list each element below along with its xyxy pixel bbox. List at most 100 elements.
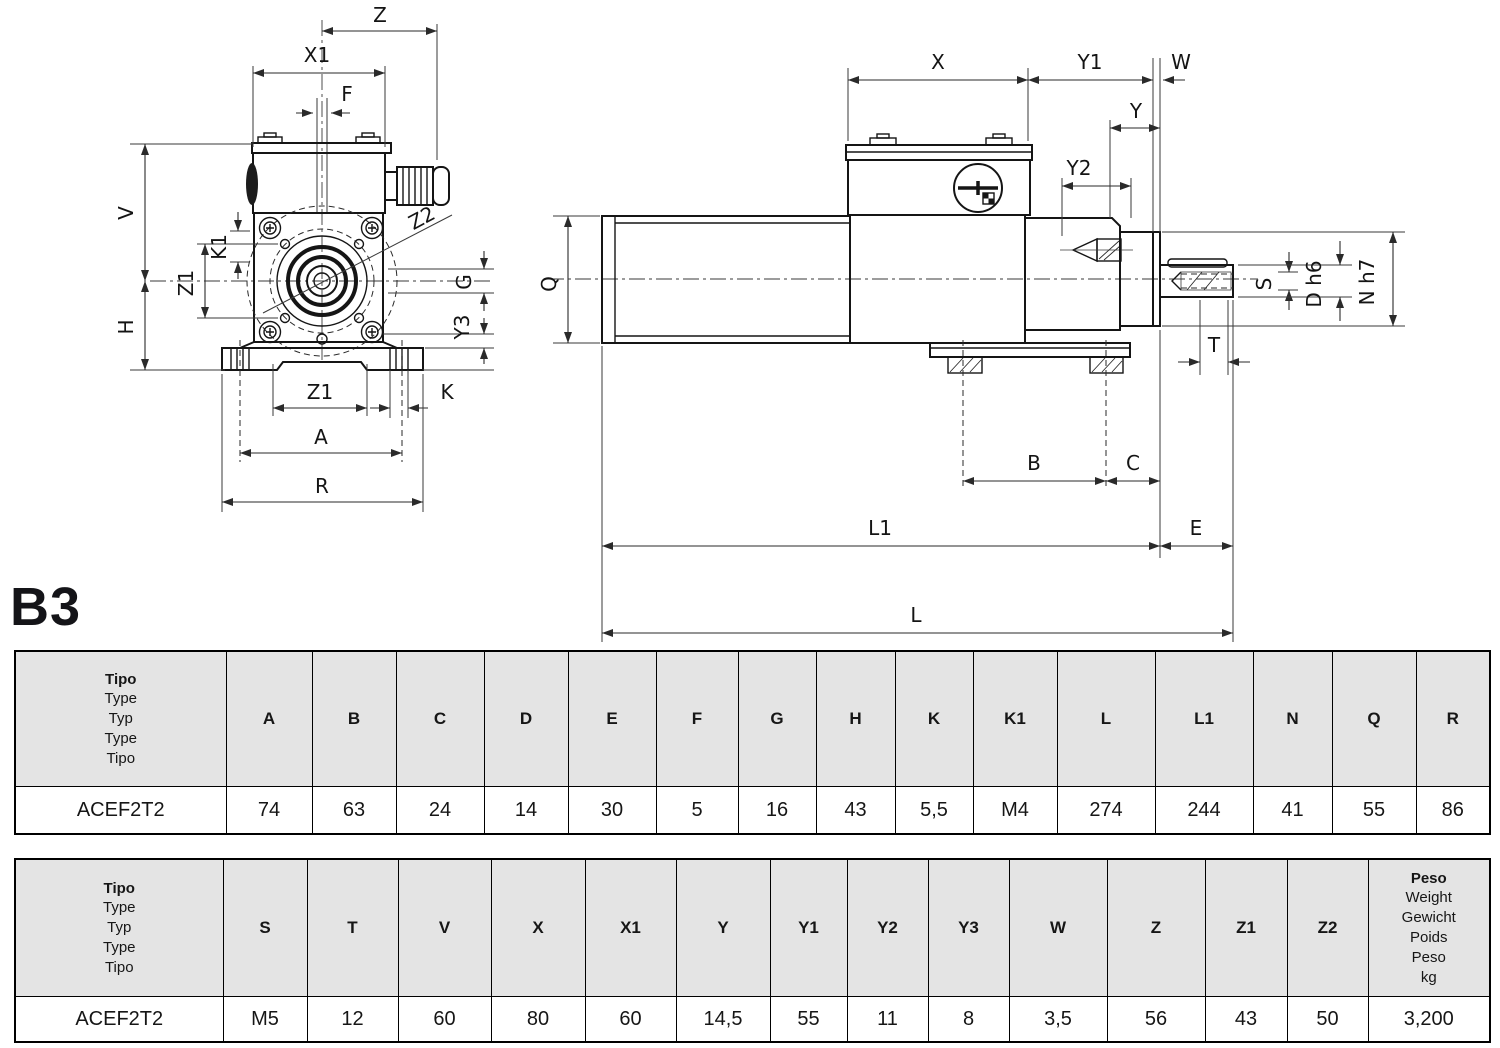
col-header-n: N	[1252, 650, 1333, 787]
dim-value-l: 274	[1056, 786, 1156, 835]
col-header-d: D	[483, 650, 569, 787]
weight-value: 3,200	[1367, 996, 1491, 1043]
dim-label-r: R	[315, 474, 329, 498]
dim-value-z2: 50	[1286, 996, 1369, 1043]
type-header: Tipo Type Typ Type Tipo	[14, 650, 227, 787]
side-view-drawing: X Y1 W Y Y2 Q S D h6 N h7 T B C L1 E L	[537, 50, 1405, 642]
col-header-k: K	[894, 650, 974, 787]
dim-value-b: 63	[311, 786, 397, 835]
col-header-z2: Z2	[1286, 858, 1369, 997]
dim-label-c: C	[1126, 451, 1140, 475]
col-header-c: C	[395, 650, 485, 787]
col-header-w: W	[1008, 858, 1108, 997]
col-header-b: B	[311, 650, 397, 787]
dim-value-y2: 11	[846, 996, 929, 1043]
side-mounting-feet	[929, 342, 1131, 374]
dim-value-k1: M4	[972, 786, 1058, 835]
front-terminal-box	[246, 132, 392, 214]
dim-label-n-h7: N h7	[1355, 259, 1379, 306]
col-header-y2: Y2	[846, 858, 929, 997]
dim-value-h: 43	[815, 786, 896, 835]
dim-label-k: K	[440, 380, 454, 404]
front-gearbox-housing	[246, 205, 453, 357]
dim-label-z1-left: Z1	[174, 270, 198, 296]
col-header-y: Y	[675, 858, 771, 997]
type-header: Tipo Type Typ Type Tipo	[14, 858, 224, 997]
side-view-dimensions	[553, 58, 1405, 642]
dim-label-z2: Z2	[404, 201, 439, 235]
side-gearbox	[845, 133, 1033, 344]
front-view-dimensions	[130, 24, 494, 512]
col-header-q: Q	[1331, 650, 1417, 787]
table-1-header-row: Tipo Type Typ Type Tipo A B C D E F G H …	[14, 650, 1491, 787]
dim-value-a: 74	[225, 786, 313, 835]
weight-header: Peso Weight Gewicht Poids Peso kg	[1367, 858, 1491, 997]
col-header-l1: L1	[1154, 650, 1254, 787]
dim-label-x1: X1	[304, 43, 330, 67]
col-header-z1: Z1	[1204, 858, 1288, 997]
dim-value-w: 3,5	[1008, 996, 1108, 1043]
front-mounting-feet	[221, 340, 424, 462]
dim-label-q: Q	[537, 276, 561, 292]
technical-drawing: Z X1 F V K1 Z1 H Z2 G Y3 Z1 K A R	[114, 3, 1405, 642]
col-header-h: H	[815, 650, 896, 787]
dim-value-v: 60	[397, 996, 492, 1043]
col-header-t: T	[306, 858, 399, 997]
dim-label-e: E	[1190, 516, 1203, 540]
dim-value-z1: 43	[1204, 996, 1288, 1043]
dim-value-e: 30	[567, 786, 657, 835]
dim-label-l1: L1	[868, 516, 892, 540]
dim-value-f: 5	[655, 786, 739, 835]
dim-value-z: 56	[1106, 996, 1206, 1043]
col-header-f: F	[655, 650, 739, 787]
dim-label-v: V	[114, 206, 138, 220]
dim-value-k: 5,5	[894, 786, 974, 835]
dim-value-q: 55	[1331, 786, 1417, 835]
dimensions-table-1: Tipo Type Typ Type Tipo A B C D E F G H …	[14, 650, 1491, 835]
dim-label-t: T	[1207, 333, 1221, 357]
dim-label-s: S	[1252, 278, 1276, 291]
col-header-s: S	[222, 858, 308, 997]
col-header-z: Z	[1106, 858, 1206, 997]
col-header-y1: Y1	[769, 858, 848, 997]
table-1-data-row: ACEF2T2 74 63 24 14 30 5 16 43 5,5 M4 27…	[14, 786, 1491, 835]
col-header-r: R	[1415, 650, 1491, 787]
dim-label-y1: Y1	[1077, 50, 1103, 74]
dim-label-z1-bottom: Z1	[307, 380, 333, 404]
dim-value-t: 12	[306, 996, 399, 1043]
col-header-a: A	[225, 650, 313, 787]
dim-label-y3: Y3	[450, 315, 474, 341]
col-header-g: G	[737, 650, 817, 787]
dim-label-g: G	[452, 274, 476, 290]
side-motor-body	[601, 215, 851, 344]
col-header-x1: X1	[584, 858, 677, 997]
dim-value-y1: 55	[769, 996, 848, 1043]
dim-value-y3: 8	[927, 996, 1010, 1043]
side-output-assembly	[1025, 217, 1234, 331]
dim-label-z: Z	[373, 3, 387, 27]
dim-label-a: A	[314, 425, 328, 449]
col-header-v: V	[397, 858, 492, 997]
dim-label-w: W	[1171, 50, 1191, 74]
dim-label-y2: Y2	[1066, 156, 1092, 180]
dim-value-y: 14,5	[675, 996, 771, 1043]
dim-label-b: B	[1027, 451, 1041, 475]
dim-value-g: 16	[737, 786, 817, 835]
filler-plug-icon	[953, 163, 1003, 213]
mounting-position-label: B3	[10, 577, 82, 637]
dim-label-k1: K1	[207, 234, 231, 260]
type-value: ACEF2T2	[14, 996, 224, 1043]
dim-label-y: Y	[1129, 99, 1143, 123]
dim-value-s: M5	[222, 996, 308, 1043]
dim-value-d: 14	[483, 786, 569, 835]
dim-label-x: X	[931, 50, 945, 74]
dim-label-l: L	[910, 603, 922, 627]
dim-label-h: H	[114, 319, 138, 334]
dim-value-x: 80	[490, 996, 586, 1043]
col-header-k1: K1	[972, 650, 1058, 787]
dim-value-n: 41	[1252, 786, 1333, 835]
dim-label-f: F	[341, 82, 353, 106]
col-header-y3: Y3	[927, 858, 1010, 997]
table-2-data-row: ACEF2T2 M5 12 60 80 60 14,5 55 11 8 3,5 …	[14, 996, 1491, 1043]
